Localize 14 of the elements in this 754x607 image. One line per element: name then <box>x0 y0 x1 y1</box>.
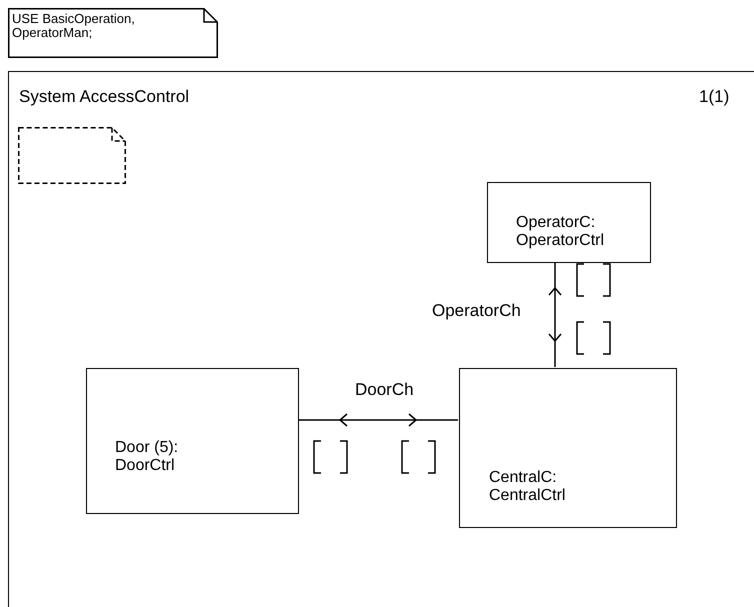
block-label: OperatorC: OperatorCtrl <box>516 214 606 250</box>
note-symbol <box>8 8 218 58</box>
frame-title: System AccessControl <box>19 87 190 107</box>
channel-arrow <box>548 262 562 367</box>
block-label: Door (5): DoorCtrl <box>115 439 180 475</box>
block-box <box>487 182 651 263</box>
block-label: CentralC: CentralCtrl <box>489 469 566 505</box>
block-box <box>459 368 677 528</box>
page-number: 1(1) <box>699 87 730 107</box>
channel-arrow <box>298 413 458 427</box>
edge-label: OperatorCh <box>432 301 521 321</box>
note-text: USE BasicOperation, OperatorMan; <box>12 12 136 40</box>
block-box <box>86 368 299 514</box>
text-symbol <box>18 127 126 184</box>
